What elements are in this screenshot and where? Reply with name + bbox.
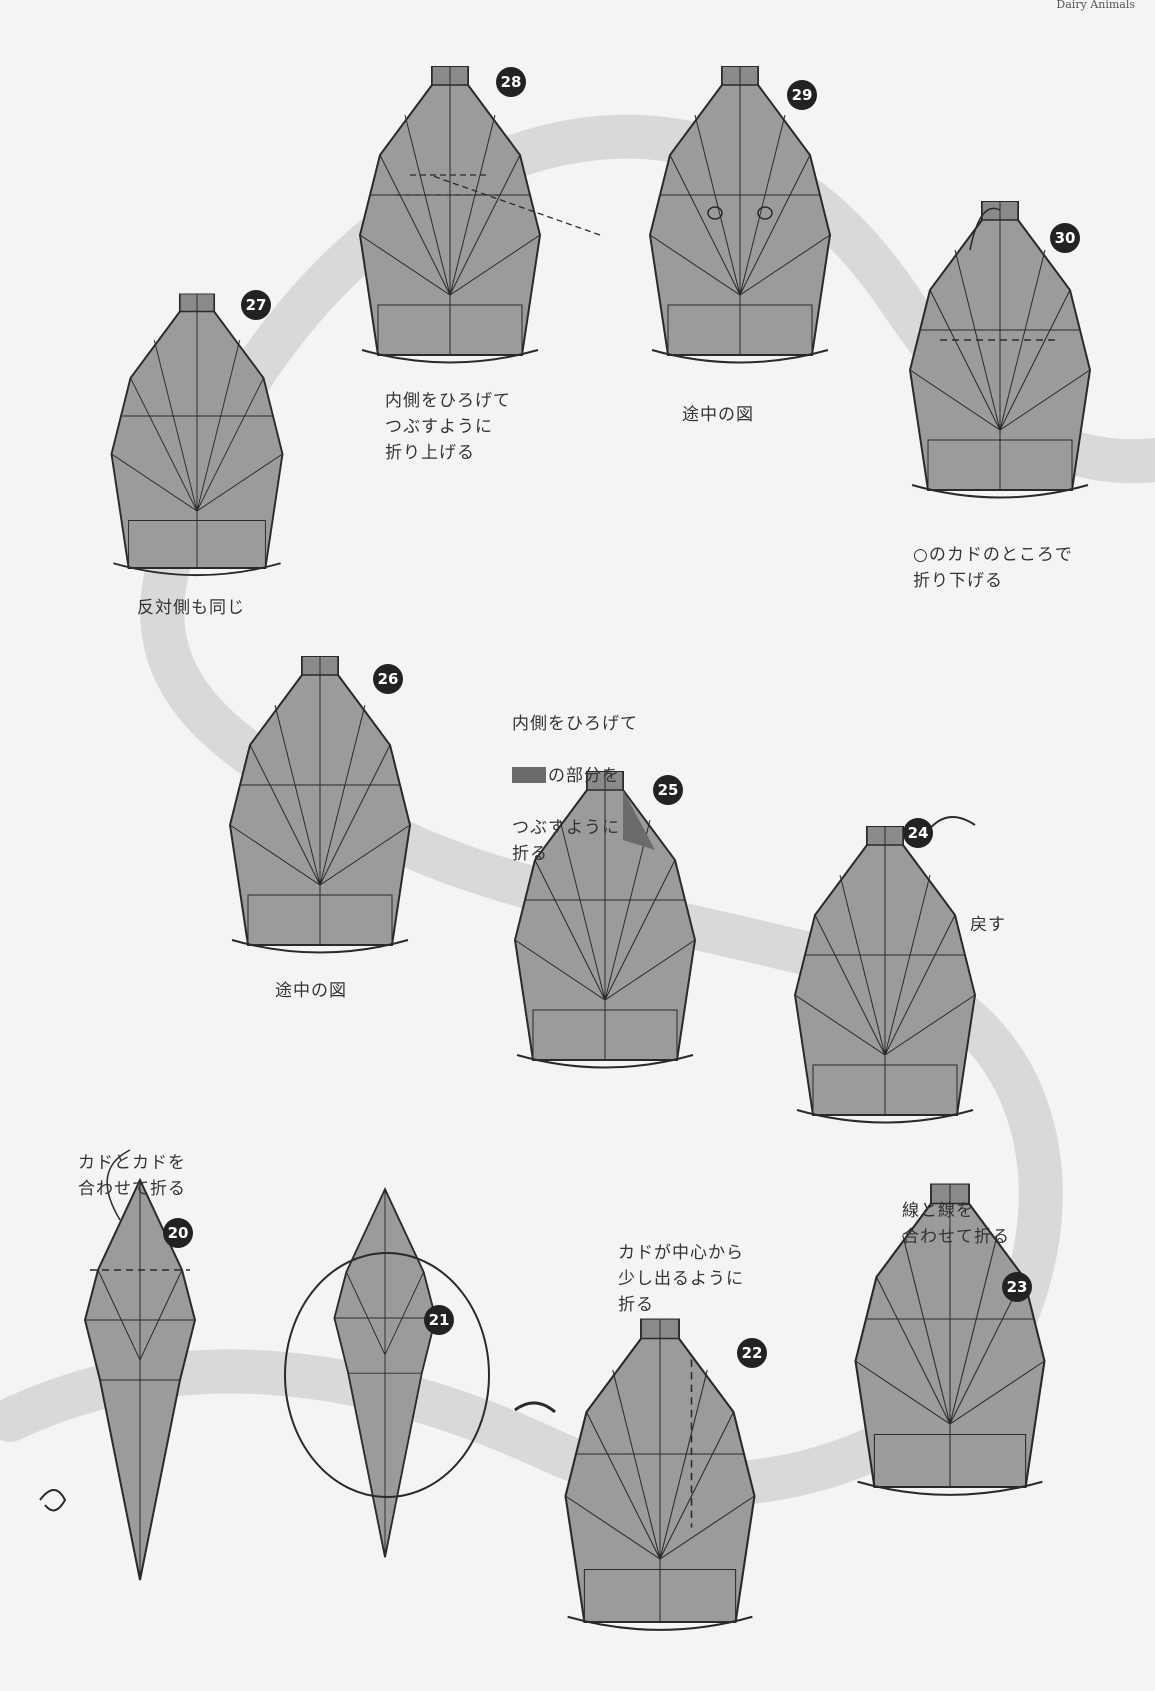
step-number-25: 25 — [653, 775, 683, 805]
step-29-caption: 途中の図 — [682, 405, 754, 425]
step-20-figure — [84, 1149, 196, 1581]
flow-arrow — [514, 1401, 556, 1414]
step-25-caption-line2: の部分を — [548, 766, 620, 786]
step-number-27: 27 — [241, 290, 271, 320]
step-24-figure — [794, 816, 976, 1124]
step-20-caption: カドとカドを 合わせて折る — [78, 1153, 186, 1199]
step-29-figure — [649, 66, 831, 364]
step-28-caption: 内側をひろげて つぶすように 折り上げる — [385, 391, 511, 463]
step-26-figure — [229, 656, 411, 954]
step-number-26: 26 — [373, 664, 403, 694]
step-25-caption-line1: 内側をひろげて — [512, 714, 638, 734]
step-number-24: 24 — [903, 818, 933, 848]
step-24-caption: 戻す — [970, 915, 1006, 935]
page-header: Dairy Animals — [1056, 0, 1135, 11]
step-number-30: 30 — [1050, 223, 1080, 253]
step-28-figure — [359, 66, 601, 364]
step-27-caption: 反対側も同じ — [137, 598, 245, 618]
step-21-highlight-circle — [284, 1252, 490, 1498]
step-22-figure — [564, 1318, 756, 1631]
step-21-figure — [333, 1188, 437, 1559]
step-25-caption: 内側をひろげて の部分を つぶすように 折る — [512, 685, 638, 867]
step-number-28: 28 — [496, 67, 526, 97]
step-26-caption: 途中の図 — [275, 981, 347, 1001]
step-number-20: 20 — [163, 1218, 193, 1248]
step-number-29: 29 — [787, 80, 817, 110]
step-23-caption: 線と線を 合わせて折る — [902, 1201, 1010, 1247]
shaded-area-swatch — [512, 767, 546, 783]
turn-over-icon — [39, 1489, 67, 1512]
step-number-22: 22 — [737, 1338, 767, 1368]
step-25-figure — [514, 771, 696, 1069]
step-number-21: 21 — [424, 1305, 454, 1335]
step-number-23: 23 — [1002, 1272, 1032, 1302]
step-30-figure — [909, 201, 1091, 499]
step-25-caption-rest: つぶすように 折る — [512, 818, 620, 864]
step-30-caption: ○のカドのところで 折り下げる — [913, 545, 1073, 591]
step-22-caption: カドが中心から 少し出るように 折る — [618, 1243, 744, 1315]
